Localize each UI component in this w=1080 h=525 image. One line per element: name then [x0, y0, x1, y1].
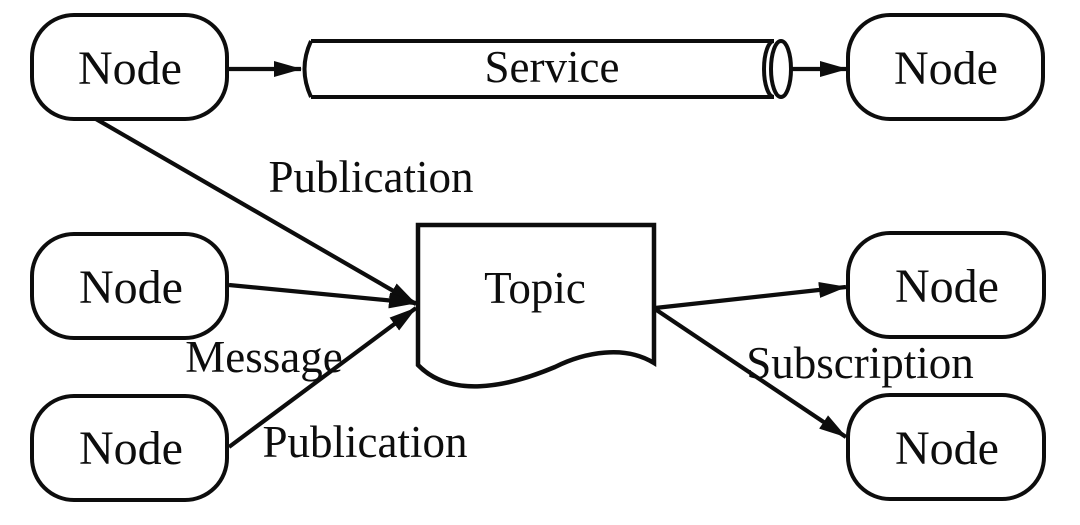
arrow-publication-top [94, 117, 418, 306]
service-label: Service [485, 42, 620, 92]
node-middle-left-label: Node [79, 261, 183, 314]
node-middle-right-shape [846, 231, 1046, 339]
node-bottom-left-shape [30, 394, 229, 502]
node-top-right-label: Node [894, 42, 998, 95]
node-top-right-shape [846, 13, 1045, 121]
service-cylinder-cap [769, 39, 793, 99]
label-publication-bottom: Publication [263, 417, 468, 467]
topic-label: Topic [484, 263, 586, 313]
node-top-left: Node [30, 13, 229, 121]
node-middle-left: Node [30, 232, 229, 340]
node-bottom-left: Node [30, 394, 229, 502]
arrow-publication-bottom [227, 306, 418, 449]
node-top-left-label: Node [78, 42, 182, 95]
node-middle-right-label: Node [895, 260, 999, 313]
arrow-subscription-bottom [653, 307, 848, 439]
label-message: Message [185, 332, 342, 382]
label-subscription: Subscription [746, 338, 974, 388]
service-cylinder: Service [302, 39, 793, 99]
service-cylinder-body-fill [304, 41, 774, 97]
node-bottom-right-shape [846, 393, 1046, 501]
topic-document-shape [415, 222, 657, 389]
topic-document: Topic [415, 222, 657, 389]
node-middle-right: Node [846, 231, 1046, 339]
node-middle-left-shape [30, 232, 229, 340]
node-bottom-left-label: Node [79, 422, 183, 475]
node-bottom-right: Node [846, 393, 1046, 501]
node-top-right: Node [846, 13, 1045, 121]
arrow-subscription-top [654, 281, 847, 311]
arrow-message-publication [228, 282, 417, 309]
label-publication-top: Publication [269, 152, 474, 202]
service-cylinder-outline [302, 39, 774, 99]
node-bottom-right-label: Node [895, 422, 999, 475]
service-cylinder-rim [762, 39, 775, 99]
node-top-left-shape [30, 13, 229, 121]
